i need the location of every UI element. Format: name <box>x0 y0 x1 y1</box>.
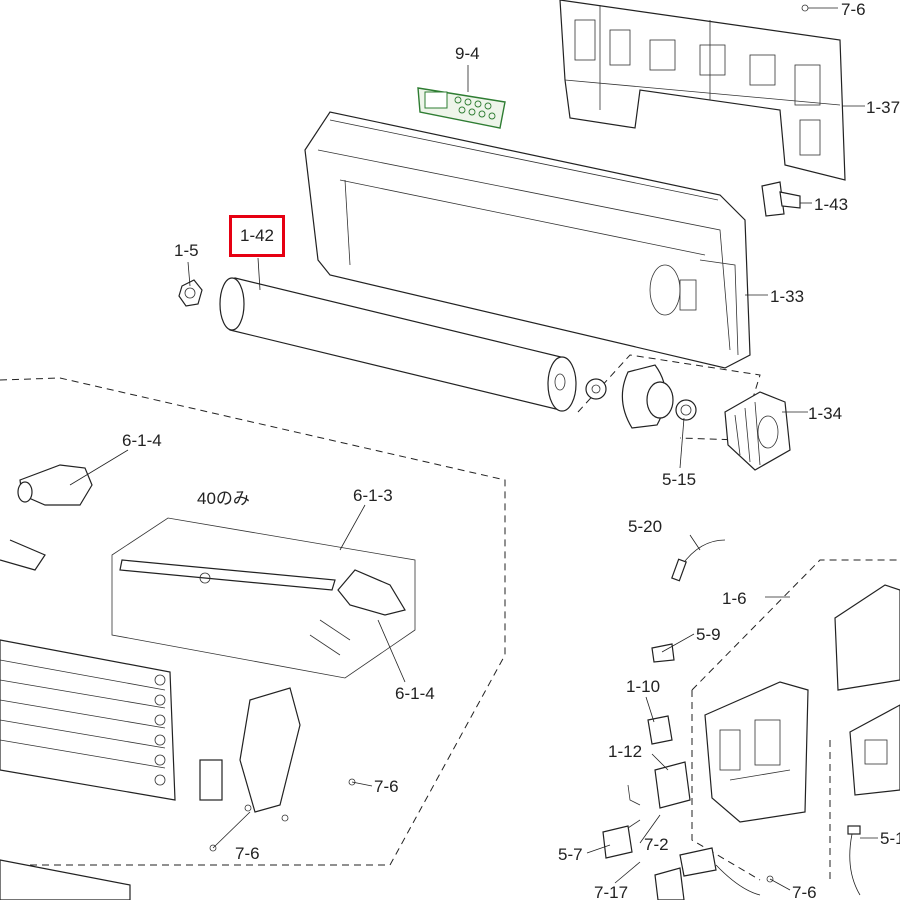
distribution-pipe <box>119 559 406 656</box>
label-1-34: 1-34 <box>808 404 843 423</box>
label-1-33: 1-33 <box>770 287 805 306</box>
label-6-1-3: 6-1-3 <box>353 486 393 505</box>
label-1-12: 1-12 <box>608 742 643 761</box>
pipe-subgroup-outline <box>111 517 416 679</box>
fan-motor-assembly <box>585 364 697 429</box>
label-5-7: 5-7 <box>558 845 583 864</box>
bearing-part <box>178 279 203 307</box>
sensor-lead-5-1 <box>847 825 861 896</box>
drain-bracket <box>199 687 301 813</box>
label-1-6: 1-6 <box>722 589 747 608</box>
label-1-43: 1-43 <box>814 195 849 214</box>
fan-motor-group-outline <box>577 354 761 441</box>
label-5-9: 5-9 <box>696 625 721 644</box>
label-7-6-bottom-left: 7-6 <box>235 844 260 863</box>
insulated-elbow-pipe-top <box>0 464 93 571</box>
electrical-box <box>704 681 809 823</box>
evaporator-coil <box>0 639 176 801</box>
label-7-2: 7-2 <box>644 835 669 854</box>
label-9-4: 9-4 <box>455 44 480 63</box>
label-7-6-bottom-right: 7-6 <box>792 883 817 900</box>
cross-flow-fan <box>219 277 577 412</box>
pcb-panels <box>834 584 900 796</box>
label-1-37: 1-37 <box>866 98 900 117</box>
label-1-5: 1-5 <box>174 241 199 260</box>
remote-controller <box>417 87 506 129</box>
relay-5-7 <box>602 819 641 859</box>
label-7-6-mid: 7-6 <box>374 777 399 796</box>
main-chassis <box>304 111 751 369</box>
bottom-cover <box>0 859 131 900</box>
label-5-1: 5-1 <box>880 829 900 848</box>
label-6-1-4-bottom: 6-1-4 <box>395 684 435 703</box>
label-5-15: 5-15 <box>662 470 697 489</box>
terminal-1-12 <box>627 761 691 809</box>
thermistor-sensor <box>671 539 726 582</box>
mounting-plate <box>559 0 846 181</box>
evaporator-group-outline <box>0 377 506 866</box>
label-1-42-highlighted: 1-42 <box>229 215 285 257</box>
electrical-group-outline <box>691 559 900 881</box>
label-6-1-4-top: 6-1-4 <box>122 431 162 450</box>
leader-lines <box>69 7 878 891</box>
label-1-10: 1-10 <box>626 677 661 696</box>
connector-1-10 <box>647 715 673 745</box>
label-7-17: 7-17 <box>594 883 629 900</box>
clip-part <box>761 181 801 217</box>
screws <box>209 4 809 883</box>
label-5-20: 5-20 <box>628 517 663 536</box>
motor-cover <box>724 391 791 471</box>
label-40-only-note: 40のみ <box>197 489 250 508</box>
connector-board <box>654 847 761 900</box>
label-7-6-top: 7-6 <box>841 0 866 19</box>
